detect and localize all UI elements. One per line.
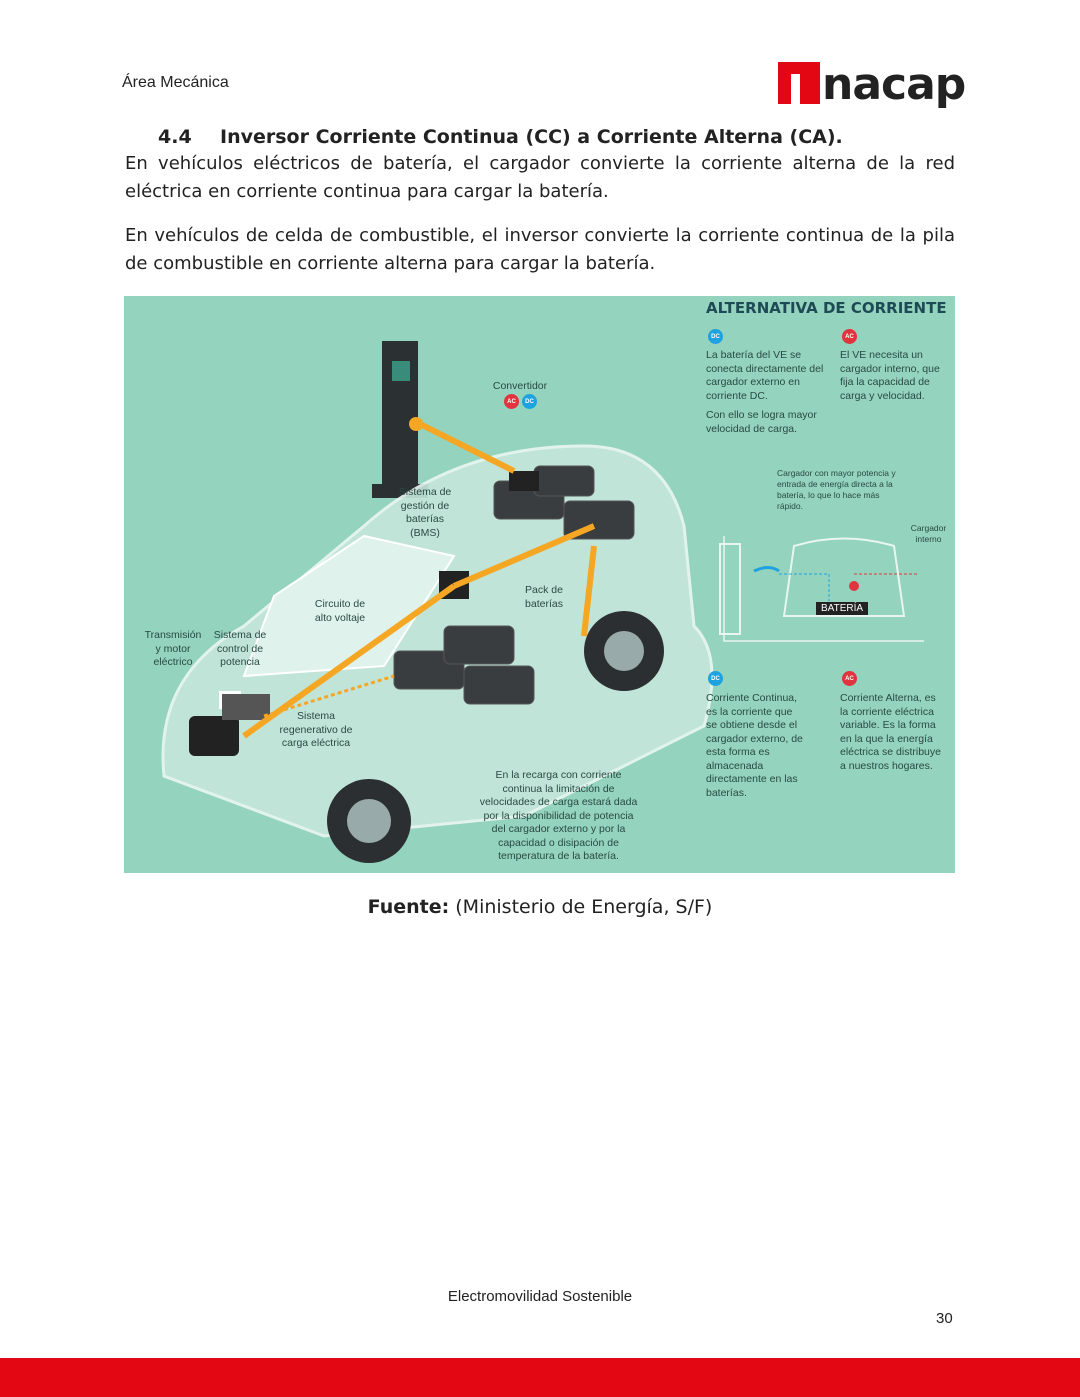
paragraph-1: En vehículos eléctricos de batería, el c…	[125, 153, 955, 202]
battery-label: BATERÍA	[816, 602, 869, 615]
ev-infographic: ALTERNATIVA DE CORRIENTE DC AC La baterí…	[124, 296, 955, 873]
hv-circuit-label: Circuito de alto voltaje	[314, 598, 366, 624]
footer-bar	[0, 1358, 1080, 1397]
bms-label: Sistema de gestión de baterías (BMS)	[398, 486, 452, 539]
ac-top-text: El VE necesita un cargador interno, que …	[840, 349, 940, 402]
dc-top-text: La batería del VE se conecta directament…	[706, 349, 824, 402]
dc-bottom-text: Corriente Continua, es la corriente que …	[706, 692, 803, 799]
ac-bottom-text: Corriente Alterna, es la corriente eléct…	[840, 692, 941, 772]
dc-badge: DC	[708, 329, 723, 344]
internal-charger-label: Cargador interno	[910, 523, 947, 544]
battery-pack-label: Pack de baterías	[525, 584, 563, 610]
figure-source: Fuente: (Ministerio de Energía, S/F)	[367, 896, 713, 918]
inacap-logo: nacap	[778, 56, 966, 110]
regen-label: Sistema regenerativo de carga eléctrica	[279, 710, 353, 749]
dc-top-text-2: Con ello se logra mayor velocidad de car…	[706, 409, 817, 435]
paragraph-2: En vehículos de celda de combustible, el…	[125, 225, 955, 274]
page-number: 30	[936, 1310, 953, 1327]
charger-note: Cargador con mayor potencia y entrada de…	[777, 468, 896, 511]
ac-badge: AC	[504, 394, 519, 409]
dc-badge: DC	[522, 394, 537, 409]
car-illustration	[161, 341, 924, 863]
figure-title: ALTERNATIVA DE CORRIENTE	[706, 299, 947, 317]
transmission-label: Transmisión y motor eléctrico	[144, 629, 202, 668]
converter-label: Convertidor	[492, 380, 548, 392]
header-area-label: Área Mecánica	[122, 74, 229, 91]
dc-charging-note: En la recarga con corriente continua la …	[479, 769, 638, 862]
ac-badge: AC	[842, 671, 857, 686]
footer-title: Electromovilidad Sostenible	[447, 1288, 633, 1305]
power-control-label: Sistema de control de potencia	[213, 629, 267, 668]
dc-badge: DC	[708, 671, 723, 686]
ac-badge: AC	[842, 329, 857, 344]
